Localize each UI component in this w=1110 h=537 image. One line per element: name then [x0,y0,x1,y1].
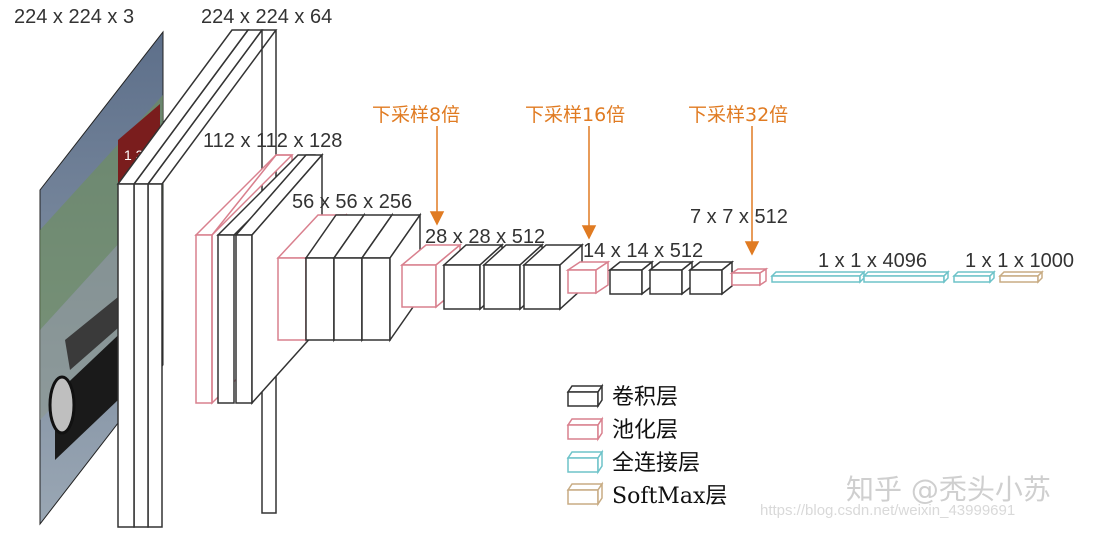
dim-conv4: 28 x 28 x 512 [425,226,546,248]
dim-fc: 1 x 1 x 4096 [818,250,927,272]
annotation-downsample-32x: 下采样32倍 [688,104,789,126]
conv5-block [565,260,735,296]
conv1-block [116,29,278,528]
legend-softmax-label: SoftMax层 [612,484,728,509]
dim-softmax: 1 x 1 x 1000 [965,250,1074,272]
legend-pool-swatch [566,416,604,442]
fc-blocks [770,270,996,284]
dim-pool5: 7 x 7 x 512 [690,206,788,228]
dim-conv1: 224 x 224 x 64 [201,6,333,28]
annotation-downsample-16x: 下采样16倍 [525,104,626,126]
legend-fc-swatch [566,449,604,475]
dim-conv5: 14 x 14 x 512 [583,240,704,262]
conv4-block [399,243,584,311]
annotation-downsample-8x: 下采样8倍 [372,104,461,126]
csdn-watermark: https://blog.csdn.net/weixin_43999691 [760,502,1016,519]
legend-conv-swatch [566,383,604,409]
zhihu-watermark: 知乎 @秃头小苏 [846,473,1051,506]
pool5-block [729,267,769,287]
dim-conv2: 112 x 112 x 128 [203,130,343,152]
dim-input: 224 x 224 x 3 [14,6,135,28]
legend-fc-label: 全连接层 [612,451,701,476]
legend-swatches [566,383,604,507]
legend-conv-label: 卷积层 [612,385,679,410]
dim-conv3: 56 x 56 x 256 [292,191,413,213]
downsample-arrows [429,126,760,256]
softmax-block [998,270,1044,284]
legend-pool-label: 池化层 [612,418,679,443]
legend-softmax-swatch [566,481,604,507]
